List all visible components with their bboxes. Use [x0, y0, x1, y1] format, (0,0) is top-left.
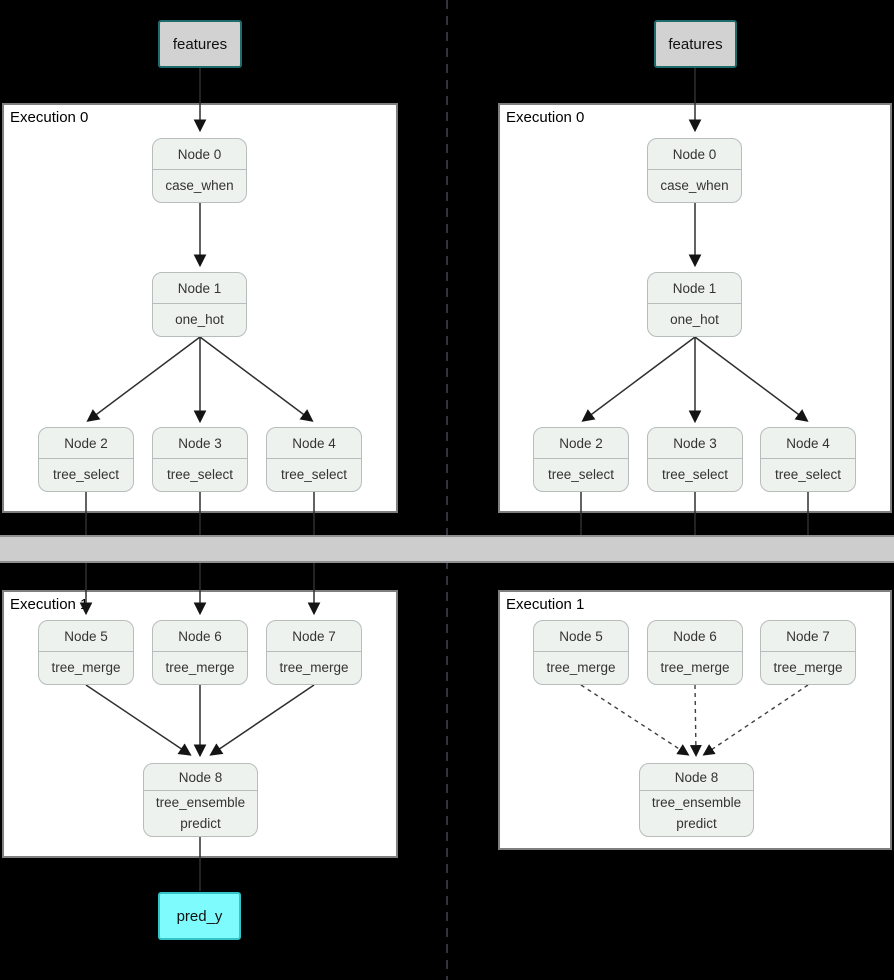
right-node-3: Node 3 tree_select [647, 427, 743, 492]
right-node-8-op-line2: predict [676, 815, 717, 831]
right-node-1-title: Node 1 [648, 273, 741, 304]
left-exec0-connectors [85, 68, 315, 535]
right-node-5: Node 5 tree_merge [533, 620, 629, 685]
left-execution1-label: Execution 1 [10, 596, 89, 613]
left-node-3-op: tree_select [166, 466, 234, 482]
barrier-bar [0, 535, 894, 563]
right-node-6: Node 6 tree_merge [647, 620, 743, 685]
left-node-7: Node 7 tree_merge [266, 620, 362, 685]
right-node-3-op: tree_select [661, 466, 729, 482]
right-node-4: Node 4 tree_select [760, 427, 856, 492]
left-node-7-op: tree_merge [279, 659, 349, 675]
right-node-2-op: tree_select [547, 466, 615, 482]
left-node-6-op: tree_merge [165, 659, 235, 675]
right-node-0-title: Node 0 [648, 139, 741, 170]
left-node-1-title: Node 1 [153, 273, 246, 304]
right-node-3-title: Node 3 [648, 428, 742, 459]
left-node-8-op-line2: predict [180, 815, 221, 831]
left-node-2: Node 2 tree_select [38, 427, 134, 492]
left-node-1-op: one_hot [175, 311, 224, 327]
left-node-0-op: case_when [165, 177, 234, 193]
right-node-2-title: Node 2 [534, 428, 628, 459]
left-node-1: Node 1 one_hot [152, 272, 247, 337]
left-node-2-op: tree_select [52, 466, 120, 482]
right-node-2: Node 2 tree_select [533, 427, 629, 492]
left-features-label: features [172, 35, 228, 53]
right-node-8-op-line1: tree_ensemble [651, 795, 742, 811]
left-node-3-title: Node 3 [153, 428, 247, 459]
right-node-5-title: Node 5 [534, 621, 628, 652]
left-execution0-label: Execution 0 [10, 109, 89, 126]
right-node-0-op: case_when [660, 177, 729, 193]
left-node-4-op: tree_select [280, 466, 348, 482]
left-node-8-op-line1: tree_ensemble [155, 795, 246, 811]
left-features-box: features [158, 20, 242, 68]
pred-y-box: pred_y [158, 892, 241, 940]
left-node-8-op: tree_ensemble predict [144, 791, 257, 836]
left-node-5-title: Node 5 [39, 621, 133, 652]
right-node-8: Node 8 tree_ensemble predict [639, 763, 754, 837]
right-node-1: Node 1 one_hot [647, 272, 742, 337]
left-node-2-title: Node 2 [39, 428, 133, 459]
left-node-4: Node 4 tree_select [266, 427, 362, 492]
right-node-8-op: tree_ensemble predict [640, 791, 753, 836]
right-node-0: Node 0 case_when [647, 138, 742, 203]
right-node-1-op: one_hot [670, 311, 719, 327]
right-features-box: features [654, 20, 737, 68]
right-execution1-label: Execution 1 [506, 596, 585, 613]
left-node-5: Node 5 tree_merge [38, 620, 134, 685]
right-exec0-connectors [580, 68, 809, 535]
right-node-6-title: Node 6 [648, 621, 742, 652]
left-node-0: Node 0 case_when [152, 138, 247, 203]
right-node-6-op: tree_merge [660, 659, 730, 675]
right-node-7-title: Node 7 [761, 621, 855, 652]
right-features-label: features [668, 35, 723, 53]
left-node-3: Node 3 tree_select [152, 427, 248, 492]
left-node-6-title: Node 6 [153, 621, 247, 652]
left-node-5-op: tree_merge [51, 659, 121, 675]
pred-y-label: pred_y [176, 907, 223, 925]
right-exec1-dashed-connectors [580, 684, 809, 757]
right-node-4-op: tree_select [774, 466, 842, 482]
right-node-4-title: Node 4 [761, 428, 855, 459]
right-node-7: Node 7 tree_merge [760, 620, 856, 685]
left-node-4-title: Node 4 [267, 428, 361, 459]
left-node-8-title: Node 8 [144, 764, 257, 791]
right-node-7-op: tree_merge [773, 659, 843, 675]
right-execution0-label: Execution 0 [506, 109, 585, 126]
left-node-7-title: Node 7 [267, 621, 361, 652]
left-node-6: Node 6 tree_merge [152, 620, 248, 685]
left-node-8: Node 8 tree_ensemble predict [143, 763, 258, 837]
left-exec1-connectors [79, 563, 321, 891]
left-node-0-title: Node 0 [153, 139, 246, 170]
right-node-8-title: Node 8 [640, 764, 753, 791]
right-node-5-op: tree_merge [546, 659, 616, 675]
